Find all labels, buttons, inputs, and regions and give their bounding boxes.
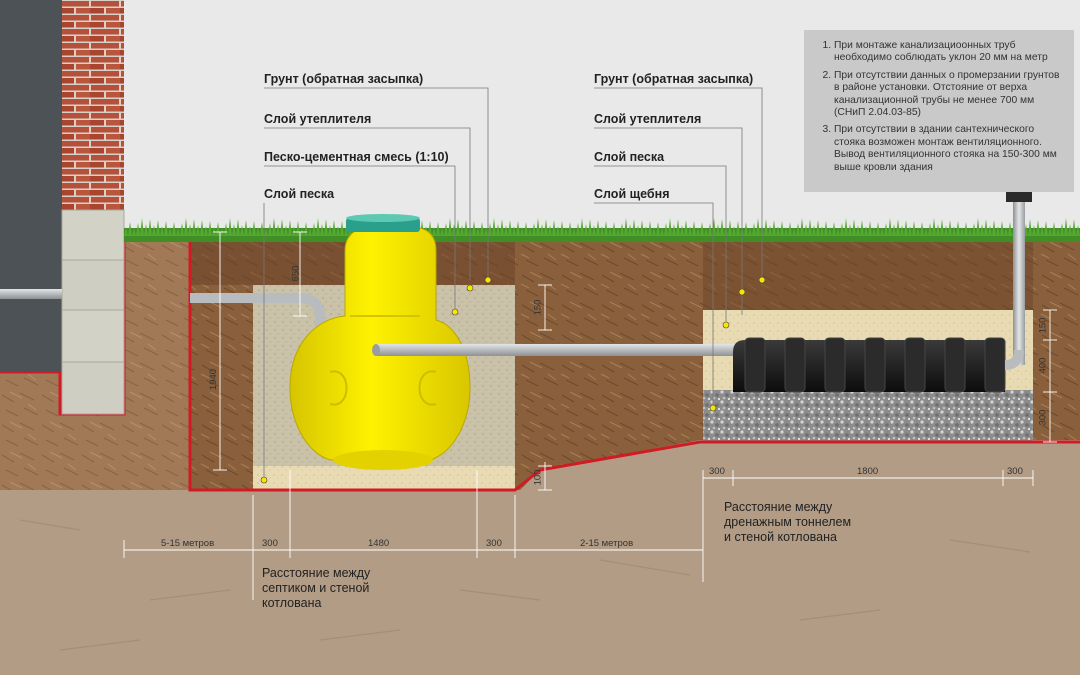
dim-100: 100 xyxy=(532,469,544,486)
dim-300-tunnel-left: 300 xyxy=(709,466,725,477)
label-left-backfill: Грунт (обратная засыпка) xyxy=(264,72,424,86)
caption-tunnel-distance: Расстояние между дренажным тоннелем и ст… xyxy=(724,500,852,544)
dim-150-right: 150 xyxy=(1037,317,1049,334)
tunnel-rib xyxy=(824,337,846,393)
tunnel-rib xyxy=(784,337,806,393)
tunnel-rib xyxy=(904,337,926,393)
house-outlet-pipe xyxy=(0,289,62,299)
tunnel-rib xyxy=(984,337,1006,393)
dim-house-distance: 5-15 метров xyxy=(161,538,215,549)
dim-300-septic-left: 300 xyxy=(262,538,278,549)
dim-300-tunnel-right: 300 xyxy=(1007,466,1023,477)
notes-panel: При монтаже канализациоонных труб необхо… xyxy=(804,30,1074,192)
label-left-sand: Слой песка xyxy=(264,187,335,201)
sand-base-left xyxy=(253,466,515,490)
dim-150-left: 150 xyxy=(532,299,544,316)
dim-1940: 1940 xyxy=(208,368,220,391)
drainage-tunnel xyxy=(733,337,1006,393)
label-right-backfill: Грунт (обратная засыпка) xyxy=(594,72,754,86)
vent-cap xyxy=(1006,190,1032,202)
note-item: При отсутствии в здании сантехнического … xyxy=(834,124,1064,174)
dim-gap-distance: 2-15 метров xyxy=(580,538,634,549)
dim-650: 650 xyxy=(290,265,302,282)
foundation-blocks xyxy=(61,209,125,415)
dim-1480: 1480 xyxy=(368,538,390,549)
tunnel-rib xyxy=(744,337,766,393)
leader-lines xyxy=(263,87,763,480)
soil-left-strip xyxy=(124,240,190,490)
tunnel-rib xyxy=(944,337,966,393)
tunnel-rib xyxy=(864,337,886,393)
dimension-lines xyxy=(123,231,1057,600)
house-wall xyxy=(0,0,62,372)
caption-septic-distance: Расстояние между септиком и стеной котло… xyxy=(262,566,371,610)
dim-300-right-vertical: 300 xyxy=(1037,409,1049,426)
gravel-layer xyxy=(703,390,1033,442)
label-right-gravel: Слой щебня xyxy=(594,187,670,201)
backfill-right xyxy=(703,240,1033,310)
note-item: При отсутствии данных о промерзании грун… xyxy=(834,70,1064,120)
label-left-sand-cement: Песко-цементная смесь (1:10) xyxy=(264,150,449,164)
dim-1800: 1800 xyxy=(857,466,879,477)
label-left-insulation: Слой утеплителя xyxy=(264,112,372,126)
dim-400: 400 xyxy=(1037,357,1049,374)
dim-300-septic-right: 300 xyxy=(486,538,502,549)
leader-dots xyxy=(260,276,766,484)
label-right-insulation: Слой утеплителя xyxy=(594,112,702,126)
soil-left-lower xyxy=(0,372,124,490)
vent-elbow xyxy=(1004,349,1024,370)
label-right-sand: Слой песка xyxy=(594,150,665,164)
brick-wall xyxy=(62,0,124,210)
vent-pipe xyxy=(1013,200,1025,365)
outlet-pipe xyxy=(375,344,735,356)
note-item: При монтаже канализациоонных труб необхо… xyxy=(834,40,1064,65)
notes-list: При монтаже канализациоонных труб необхо… xyxy=(818,40,1064,174)
ground-texture xyxy=(19,519,1031,651)
